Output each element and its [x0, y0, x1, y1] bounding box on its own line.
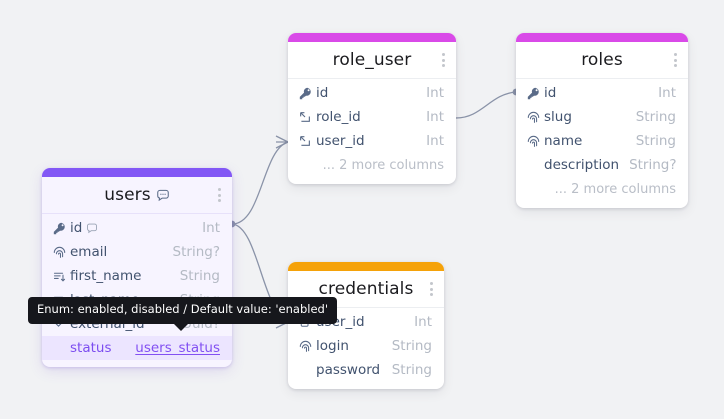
kebab-menu-icon[interactable] — [218, 188, 221, 202]
table-header-role_user[interactable]: role_user — [288, 42, 456, 79]
column-type: String — [635, 133, 676, 149]
fingerprint-icon — [53, 246, 70, 259]
column-type: String — [391, 338, 432, 354]
relation-line-users-role_user — [231, 141, 289, 225]
chevron-down-icon — [53, 319, 70, 330]
index-icon — [53, 270, 70, 283]
fingerprint-icon — [527, 111, 544, 124]
column-row-id[interactable]: id Int — [288, 81, 456, 105]
column-type: String? — [172, 244, 220, 260]
column-row-email[interactable]: email String? — [42, 240, 232, 264]
key-icon — [53, 222, 70, 235]
key-icon — [527, 87, 544, 100]
column-row-id[interactable]: id Int — [42, 216, 232, 240]
column-name: email — [70, 244, 108, 260]
column-row-status[interactable]: status users_status — [42, 336, 232, 360]
relation-icon — [299, 135, 316, 147]
more-columns-label[interactable]: ... 2 more columns — [322, 157, 444, 173]
fingerprint-icon — [299, 340, 316, 353]
table-accent-bar — [516, 33, 688, 42]
table-card-credentials[interactable]: credentials user_id Int login String pas… — [288, 262, 444, 389]
column-name: status — [70, 340, 112, 356]
column-type: Int — [426, 133, 444, 149]
relation-line-role_user-roles — [455, 91, 517, 119]
column-type: Int — [426, 85, 444, 101]
column-name: id — [70, 220, 83, 236]
kebab-menu-icon[interactable] — [674, 53, 677, 67]
table-card-role_user[interactable]: role_user id Int role_id Int — [288, 33, 456, 184]
column-name: id — [544, 85, 557, 101]
column-name: user_id — [316, 133, 365, 149]
column-name: first_name — [70, 268, 142, 284]
column-type: String — [179, 268, 220, 284]
table-title: credentials — [318, 279, 414, 299]
column-row-id[interactable]: id Int — [516, 81, 688, 105]
kebab-menu-icon[interactable] — [430, 282, 433, 296]
comment-icon[interactable] — [156, 188, 170, 202]
table-card-roles[interactable]: roles id Int slug String — [516, 33, 688, 208]
column-name: name — [544, 133, 583, 149]
table-header-credentials[interactable]: credentials — [288, 271, 444, 308]
table-title: roles — [581, 50, 623, 70]
column-type: Int — [658, 85, 676, 101]
kebab-menu-icon[interactable] — [442, 53, 445, 67]
column-name: role_id — [316, 109, 361, 125]
table-accent-bar — [42, 168, 232, 177]
enum-tooltip: Enum: enabled, disabled / Default value:… — [28, 297, 337, 331]
column-row-slug[interactable]: slug String — [516, 105, 688, 129]
column-name: id — [316, 85, 329, 101]
table-title: role_user — [332, 50, 412, 70]
column-type: Int — [414, 314, 432, 330]
table-header-roles[interactable]: roles — [516, 42, 688, 79]
table-card-users[interactable]: users id Int — [42, 168, 232, 367]
column-name: description — [544, 157, 620, 173]
column-name: slug — [544, 109, 572, 125]
table-columns: id Int slug String name String descripti… — [516, 79, 688, 208]
relation-icon — [299, 111, 316, 123]
column-type: String — [391, 362, 432, 378]
table-columns: user_id Int login String password String — [288, 308, 444, 389]
column-row-password[interactable]: password String — [288, 358, 444, 382]
table-columns: id Int role_id Int user_id Int ... 2 mor… — [288, 79, 456, 184]
table-header-users[interactable]: users — [42, 177, 232, 214]
table-accent-bar — [288, 262, 444, 271]
tooltip-arrow — [173, 322, 189, 331]
column-name: password — [316, 362, 381, 378]
table-columns: id Int email String? first_name — [42, 214, 232, 367]
enum-tooltip-text: Enum: enabled, disabled / Default value:… — [37, 302, 328, 316]
crowsfoot-role_user-user_id — [275, 135, 289, 149]
column-row-name[interactable]: name String — [516, 129, 688, 153]
column-row-role_id[interactable]: role_id Int — [288, 105, 456, 129]
column-row-description[interactable]: description String? — [516, 153, 688, 177]
table-title: users — [104, 185, 169, 205]
key-icon — [299, 87, 316, 100]
table-accent-bar — [288, 33, 456, 42]
column-type: Int — [426, 109, 444, 125]
column-name: login — [316, 338, 349, 354]
column-row-login[interactable]: login String — [288, 334, 444, 358]
more-columns-label[interactable]: ... 2 more columns — [554, 181, 676, 197]
comment-icon[interactable] — [86, 222, 98, 234]
column-row-user_id[interactable]: user_id Int — [288, 129, 456, 153]
column-type: String — [635, 109, 676, 125]
column-type: String? — [629, 157, 677, 173]
table-title-text: users — [104, 185, 151, 205]
column-row-first_name[interactable]: first_name String — [42, 264, 232, 288]
column-name-wrap: id — [70, 220, 192, 236]
fingerprint-icon — [527, 135, 544, 148]
column-type-enum-link[interactable]: users_status — [135, 340, 220, 356]
column-type: Int — [202, 220, 220, 236]
